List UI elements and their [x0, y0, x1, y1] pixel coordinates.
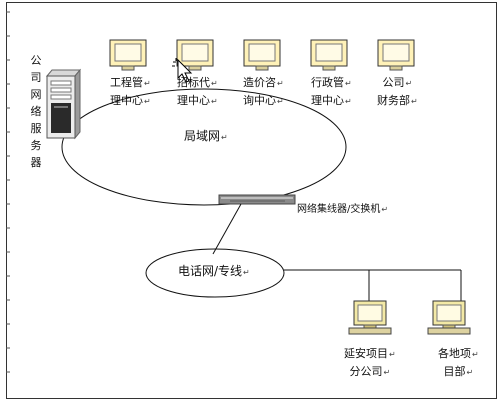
phone-network-label: 电话网/专线↵: [178, 264, 250, 278]
hub-icon: [218, 194, 296, 205]
hub-to-phone-line: [212, 203, 242, 255]
center-label-5: 公司↵ 财务部↵: [377, 76, 418, 107]
center-label-3: 造价咨↵ 询中心↵: [243, 76, 284, 107]
hub-label: 网络集线器/交换机↵: [297, 204, 389, 215]
server-icon: [45, 68, 82, 140]
workstation-icon-4: [310, 39, 348, 71]
branch-computer-icon-2: [427, 300, 471, 335]
branch-label-2: 各地项↵ 目部↵: [438, 347, 479, 378]
frame-border: [6, 2, 497, 399]
left-ruler: [6, 11, 10, 373]
center-label-2: 招标代↵ 理中心↵: [177, 76, 218, 107]
lan-label: 局域网↵: [184, 129, 228, 143]
mouse-cursor-icon: [172, 58, 193, 83]
workstation-icon-1: [109, 39, 147, 71]
center-label-1: 工程管↵ 理中心↵: [110, 76, 151, 107]
phone-ellipse: [145, 248, 285, 298]
workstation-icon-2: [176, 39, 214, 71]
workstation-icon-5: [377, 39, 415, 71]
branch-label-1: 延安项目↵ 分公司↵: [344, 347, 396, 378]
branch-computer-icon-1: [348, 300, 392, 335]
lan-ellipse: [61, 88, 347, 206]
center-label-4: 行政管↵ 理中心↵: [311, 76, 352, 107]
workstation-icon-3: [243, 39, 281, 71]
server-label: 公司网络服务器: [30, 54, 42, 169]
